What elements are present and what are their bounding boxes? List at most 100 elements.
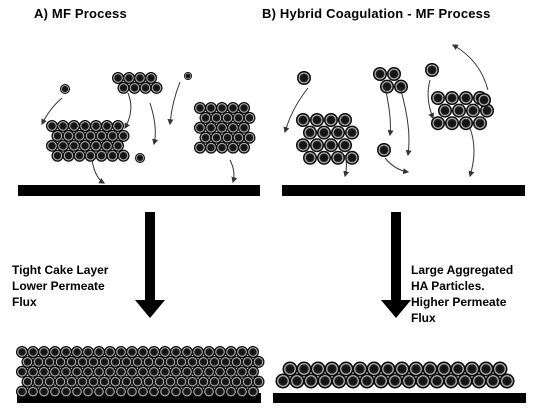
particle <box>310 361 326 377</box>
particle <box>117 129 130 142</box>
particle <box>95 149 108 162</box>
particle <box>142 375 155 388</box>
membrane-a-top <box>18 185 260 196</box>
particle <box>21 355 34 368</box>
particle <box>79 120 91 132</box>
particle <box>459 91 473 105</box>
particle <box>425 63 439 77</box>
particle <box>186 355 199 368</box>
particle <box>324 138 338 153</box>
particle <box>57 139 69 152</box>
particle <box>214 385 226 398</box>
particle <box>252 355 265 368</box>
particle <box>345 150 359 165</box>
particle <box>303 150 317 165</box>
particle <box>197 375 210 388</box>
particle <box>104 385 116 398</box>
particle <box>227 102 239 114</box>
particle <box>471 373 487 389</box>
trajectory-arrow <box>167 81 181 126</box>
particle <box>380 79 394 94</box>
panel-b-description-line: Higher Permeate <box>411 295 507 309</box>
particle <box>170 346 182 358</box>
particle <box>459 116 473 131</box>
particle <box>115 365 127 378</box>
particle <box>238 121 250 134</box>
particle <box>236 346 248 358</box>
particle <box>194 102 206 114</box>
particle <box>230 355 243 368</box>
particle <box>232 131 245 144</box>
panel-a-description-line: Tight Cake Layer <box>12 263 109 277</box>
particle <box>205 141 217 154</box>
particle <box>117 149 130 162</box>
particle <box>137 346 149 358</box>
particle <box>232 111 245 124</box>
particle <box>241 375 254 388</box>
particle <box>38 346 50 358</box>
particle <box>142 355 155 368</box>
particle <box>415 373 431 389</box>
particle <box>148 365 160 378</box>
particle <box>303 373 319 389</box>
particle <box>43 355 56 368</box>
particle <box>225 365 237 378</box>
particle <box>214 365 226 378</box>
membrane-b-top <box>282 185 525 196</box>
particle <box>68 139 80 152</box>
particle <box>84 149 97 162</box>
particle <box>485 373 501 389</box>
particle <box>366 361 382 377</box>
particle <box>181 385 193 398</box>
particle <box>438 103 452 118</box>
panel-b-description-line: HA Particles. <box>411 279 485 293</box>
particle <box>112 120 124 132</box>
particle <box>82 365 94 378</box>
particle <box>192 385 204 398</box>
particle <box>159 365 171 378</box>
particle <box>296 113 310 127</box>
particle <box>38 365 50 378</box>
particle <box>51 129 64 142</box>
trajectory-arrow <box>149 102 159 146</box>
trajectory-arrow <box>124 92 132 130</box>
particle <box>345 373 361 389</box>
particle <box>73 149 86 162</box>
particle <box>373 67 387 81</box>
particle <box>192 365 204 378</box>
particle <box>84 129 97 142</box>
trajectory-arrow <box>283 87 309 134</box>
particle <box>112 72 124 84</box>
particle <box>387 373 403 389</box>
panel-b-description-line: Large Aggregated <box>411 263 514 277</box>
particle <box>338 138 352 153</box>
particle <box>380 361 396 377</box>
particle <box>49 346 61 358</box>
particle <box>43 375 56 388</box>
particles-panel-b <box>296 63 494 165</box>
panel-a-description-line: Lower Permeate <box>12 279 105 293</box>
particle <box>331 125 345 140</box>
membrane-b-bottom <box>273 393 526 403</box>
particle <box>115 385 127 398</box>
particle <box>219 355 232 368</box>
particle <box>46 139 58 152</box>
particle <box>457 373 473 389</box>
particle <box>112 139 124 152</box>
particle <box>338 361 354 377</box>
particle <box>345 125 359 140</box>
particle <box>76 375 89 388</box>
particle <box>225 346 237 358</box>
particle <box>27 365 39 378</box>
particle <box>175 355 188 368</box>
particle <box>49 385 61 398</box>
particle <box>159 385 171 398</box>
particle <box>445 116 459 131</box>
particle <box>51 149 64 162</box>
particle <box>199 111 212 124</box>
particle <box>373 373 389 389</box>
particle <box>297 71 311 85</box>
particle <box>303 125 317 140</box>
trajectory-arrow <box>343 154 350 178</box>
particle <box>109 355 122 368</box>
